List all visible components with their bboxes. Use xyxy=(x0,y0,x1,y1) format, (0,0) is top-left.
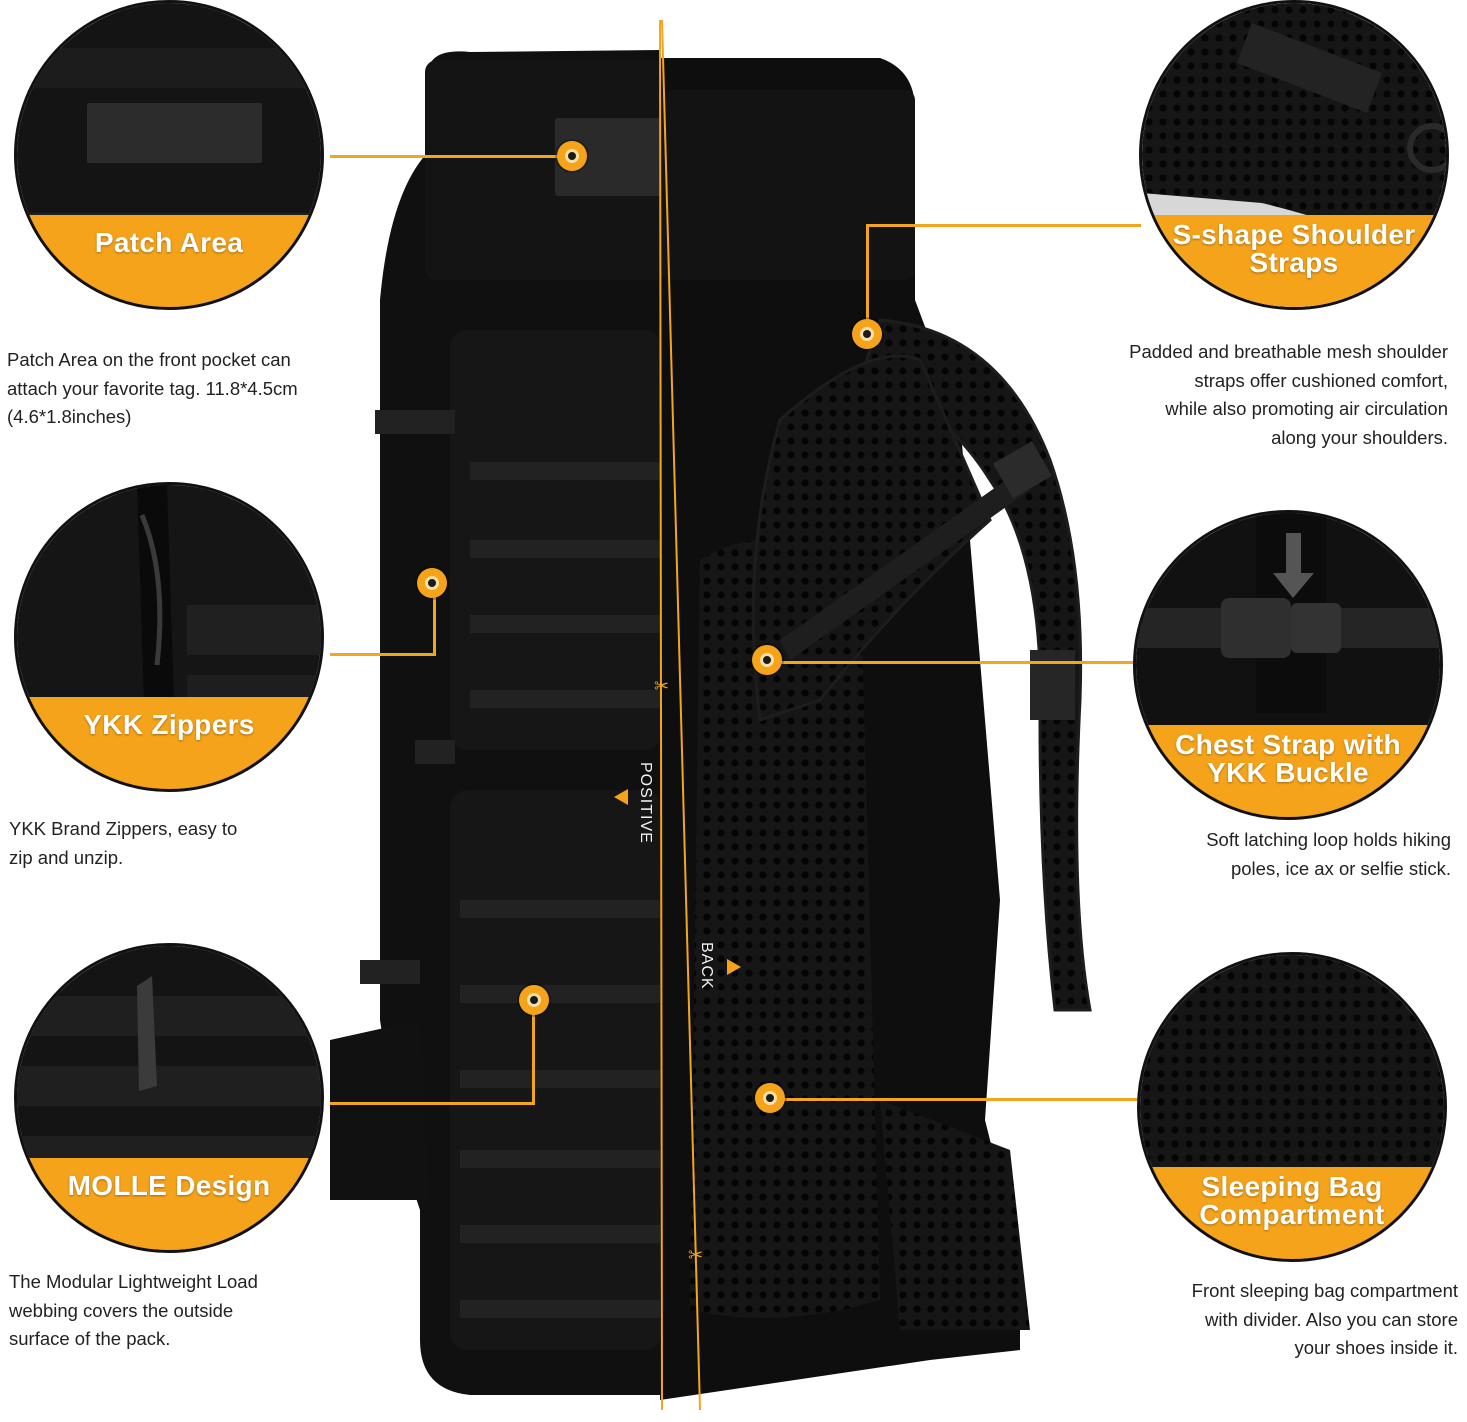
feature-title-line-1: Chest Strap with xyxy=(1175,729,1401,760)
positive-arrow-icon xyxy=(614,789,628,805)
feature-band: MOLLE Design xyxy=(17,1158,321,1250)
shoulder-strap xyxy=(858,318,1092,1012)
hotspot-zippers-marker xyxy=(417,568,447,598)
feature-title-line-2: YKK Buckle xyxy=(1207,757,1369,788)
feature-bubble-sleeping-bag: Sleeping Bag Compartment xyxy=(1137,952,1447,1262)
leader-zippers xyxy=(330,653,435,656)
leader-patch xyxy=(330,155,573,158)
leader-shoulder xyxy=(866,224,1141,227)
hotspot-sleeping-marker xyxy=(755,1083,785,1113)
hotspot-molle-marker xyxy=(519,985,549,1015)
feature-bubble-chest-strap: Chest Strap with YKK Buckle xyxy=(1133,510,1443,820)
leader-zippers-v xyxy=(433,584,436,656)
feature-title-line-2: Compartment xyxy=(1199,1199,1385,1230)
feature-title-line-1: Sleeping Bag xyxy=(1201,1171,1383,1202)
feature-title: Patch Area xyxy=(94,227,244,258)
positive-label: POSITIVE xyxy=(637,762,654,844)
leader-shoulder-v xyxy=(866,224,869,334)
feature-title-line-2: Straps xyxy=(1249,247,1339,278)
back-arrow-icon xyxy=(727,959,741,975)
hotspot-patch-marker xyxy=(557,141,587,171)
feature-band: S-shape Shoulder Straps xyxy=(1142,215,1446,307)
leader-chest xyxy=(768,661,1133,664)
feature-title-line-1: S-shape Shoulder xyxy=(1172,219,1416,250)
feature-bubble-patch-area: Patch Area xyxy=(14,0,324,310)
leader-molle-v xyxy=(532,1000,535,1105)
feature-bubble-molle-design: MOLLE Design xyxy=(14,943,324,1253)
scissors-icon: ✂ xyxy=(654,676,670,696)
shoulder-straps-description: Padded and breathable mesh shoulder stra… xyxy=(1129,341,1448,448)
back-label: BACK xyxy=(698,942,715,990)
feature-title: YKK Zippers xyxy=(83,709,255,740)
hotspot-shoulder-marker xyxy=(852,319,882,349)
sleeping-bag-description: Front sleeping bag compartment with divi… xyxy=(1191,1280,1458,1358)
patch-area-description: Patch Area on the front pocket can attac… xyxy=(7,349,298,427)
ykk-zippers-description: YKK Brand Zippers, easy to zip and unzip… xyxy=(9,818,238,868)
leader-sleeping xyxy=(770,1098,1138,1101)
scissors-icon-bottom: ✂ xyxy=(688,1245,704,1265)
leader-molle xyxy=(330,1102,535,1105)
feature-band: YKK Zippers xyxy=(17,697,321,789)
hotspot-chest-marker xyxy=(752,645,782,675)
feature-band: Sleeping Bag Compartment xyxy=(1140,1167,1444,1259)
feature-bubble-shoulder-straps: S-shape Shoulder Straps xyxy=(1139,0,1449,310)
chest-strap-description: Soft latching loop holds hiking poles, i… xyxy=(1206,829,1451,879)
molle-design-description: The Modular Lightweight Load webbing cov… xyxy=(9,1271,258,1349)
feature-bubble-ykk-zippers: YKK Zippers xyxy=(14,482,324,792)
feature-title: MOLLE Design xyxy=(67,1170,271,1201)
feature-band: Patch Area xyxy=(17,215,321,307)
feature-band: Chest Strap with YKK Buckle xyxy=(1136,725,1440,817)
